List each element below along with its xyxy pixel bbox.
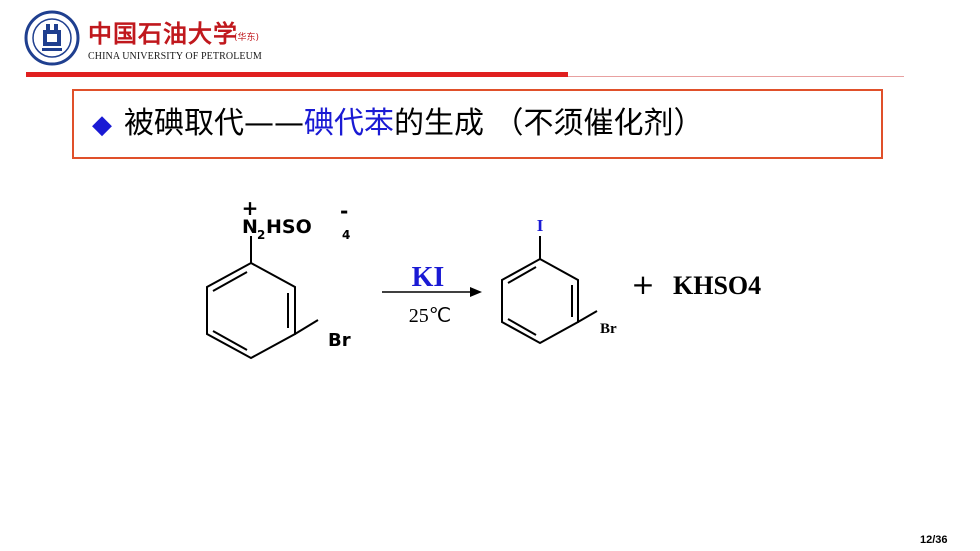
title-part-2: 碘代苯 (304, 106, 394, 141)
reaction-arrow-head-icon (470, 287, 482, 297)
header-rule-thick (26, 72, 568, 77)
title-box: ◆ 被碘取代——碘代苯的生成 （不须催化剂） (72, 89, 883, 159)
reactant-plus-charge: + (242, 196, 259, 220)
product-ring (501, 236, 598, 345)
diamond-bullet-icon: ◆ (92, 110, 112, 140)
title-part-1: 被碘取代—— (124, 106, 304, 141)
header: 中国石油大学 (华东) CHINA UNIVERSITY OF PETROLEU… (0, 0, 980, 80)
reactant-bromine: Br (328, 330, 351, 351)
reagent-ki: KI (412, 262, 445, 293)
logo-english-name: CHINA UNIVERSITY OF PETROLEUM (88, 51, 262, 62)
reactant-hso: HSO (266, 216, 312, 238)
reactant-nitrogen: N (242, 216, 258, 238)
reactant-n-subscript: 2 (257, 228, 265, 242)
product-bromine: Br (600, 321, 617, 337)
byproduct-khso4: KHSO4 (673, 271, 761, 300)
reactant-so-subscript: 4 (342, 228, 350, 242)
product-iodine: I (537, 216, 544, 235)
logo-chinese-name: 中国石油大学 (88, 19, 238, 48)
reaction-plus-sign: + (631, 268, 654, 301)
university-seal-icon (24, 10, 80, 66)
product-br-bond (577, 310, 598, 323)
logo-campus: (华东) (234, 33, 260, 43)
page-number: 12/36 (920, 534, 948, 546)
reaction-temperature: 25℃ (409, 305, 451, 327)
reactant-minus-charge: - (340, 199, 348, 223)
header-rule-thin (568, 76, 904, 77)
reactant-ring (206, 236, 319, 360)
reactant-br-bond (294, 319, 319, 335)
title-part-3: 的生成 （不须催化剂） (394, 106, 704, 141)
slide-title: ◆ 被碘取代——碘代苯的生成 （不须催化剂） (92, 104, 704, 145)
